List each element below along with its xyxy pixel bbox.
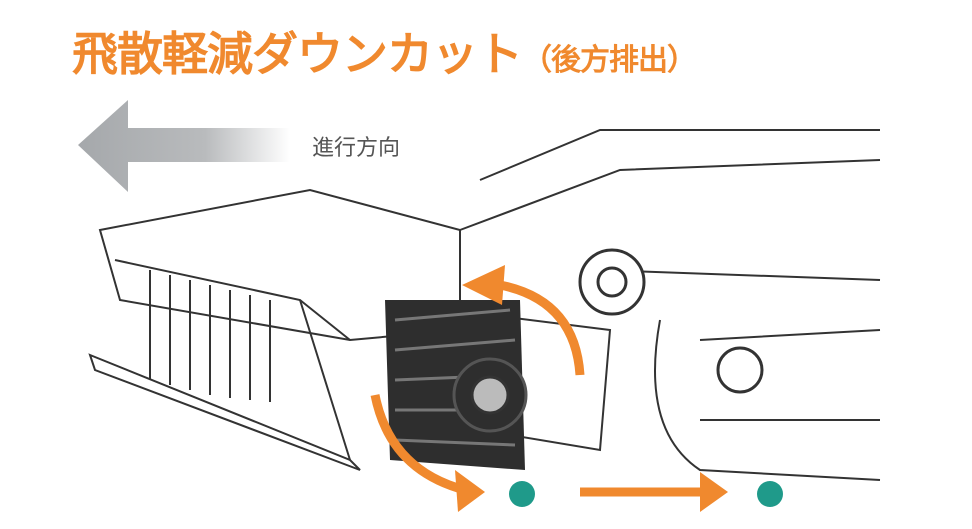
- front-wheel: [578, 248, 646, 316]
- diagram-title: 飛散軽減ダウンカット（後方排出）: [72, 18, 697, 84]
- discharge-arrow-head: [700, 472, 728, 512]
- title-main: 飛散軽減ダウンカット: [72, 27, 523, 81]
- title-sub: （後方排出）: [522, 43, 697, 78]
- track-sprocket: [716, 346, 764, 394]
- rotation-arrows: [370, 280, 705, 497]
- debris-dot: [757, 481, 783, 507]
- travel-direction-arrow: [78, 100, 290, 192]
- debris-dot: [509, 481, 535, 507]
- rotation-arrow-head-bottom: [455, 470, 485, 512]
- rotation-arrow-head-top: [462, 265, 505, 305]
- travel-direction-label: 進行方向: [312, 136, 401, 161]
- cutting-rotor: [385, 300, 528, 470]
